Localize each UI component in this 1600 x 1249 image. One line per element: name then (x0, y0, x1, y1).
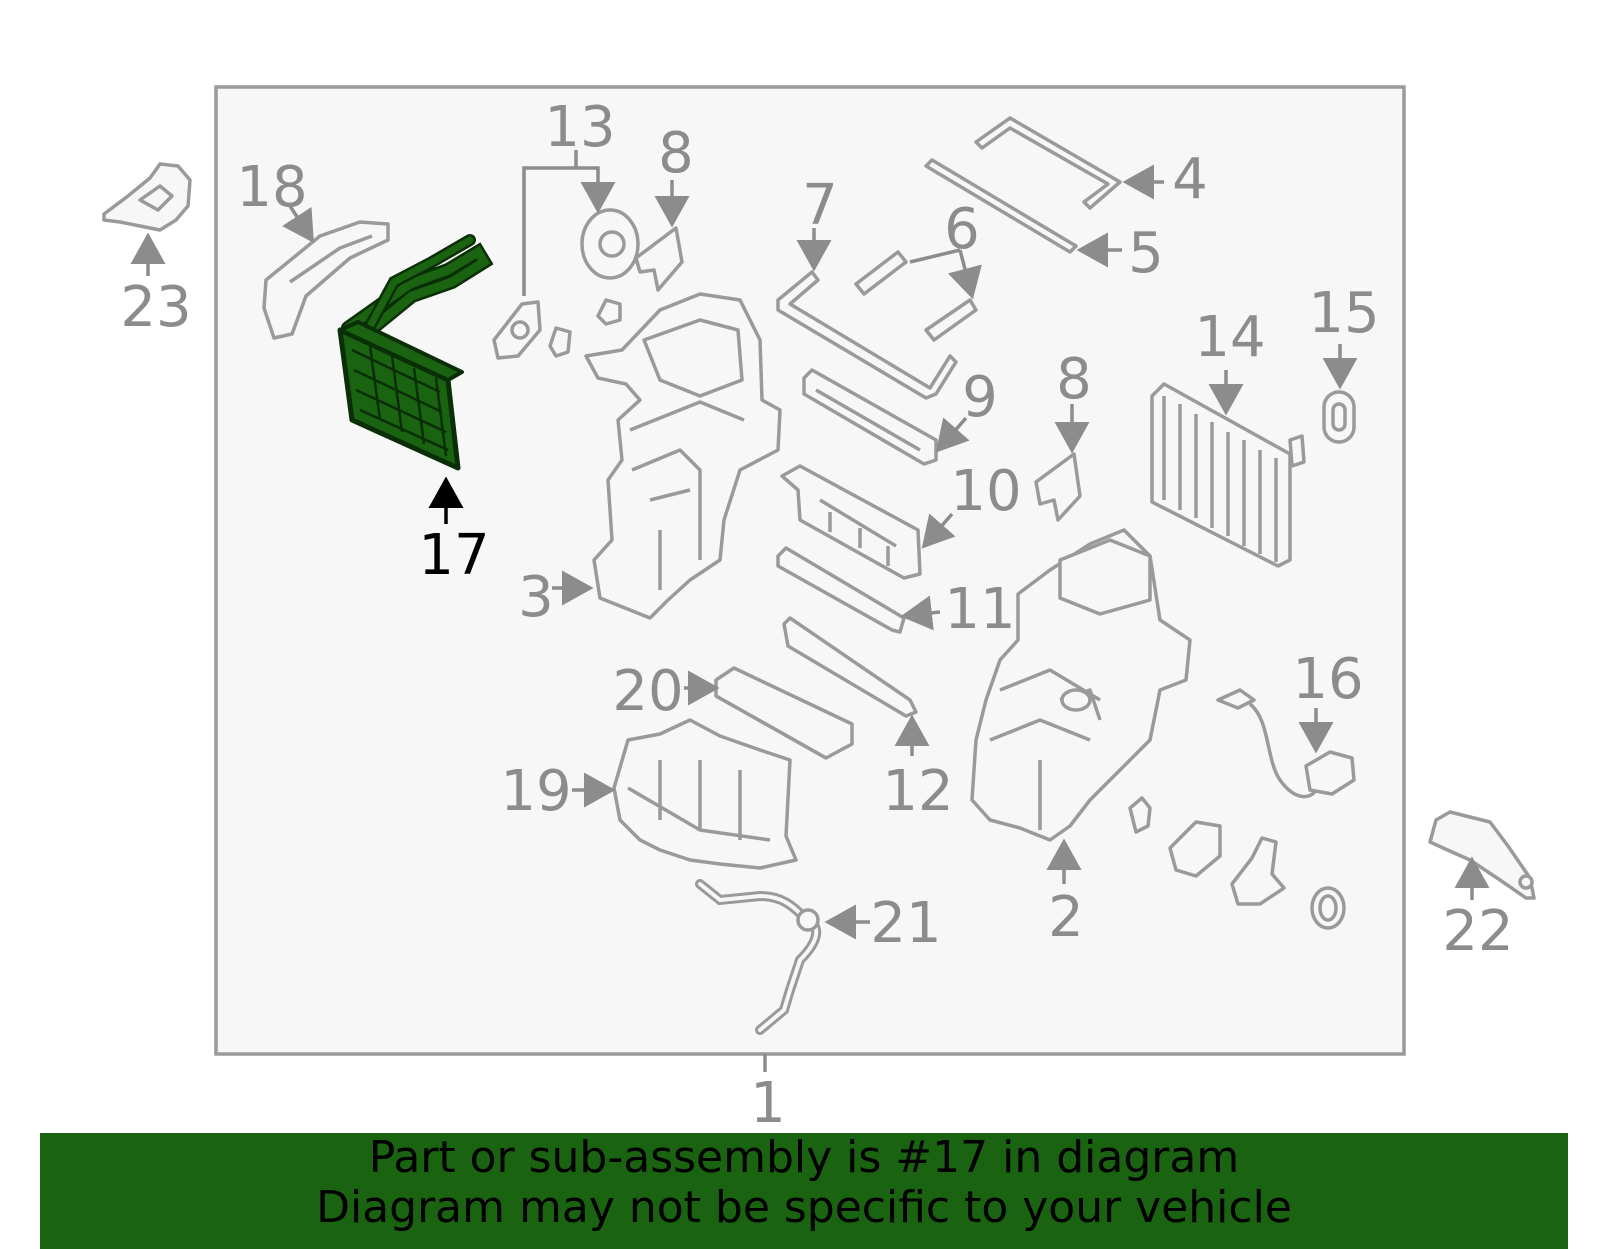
part-14-evaporator[interactable] (1150, 382, 1306, 568)
part-3-case-half[interactable] (584, 292, 782, 620)
leader-11 (900, 595, 941, 631)
callout-5: 5 (1128, 221, 1164, 286)
parts-diagram: 1 2 3 4 5 6 7 8 8 9 10 11 12 13 14 15 16… (102, 85, 1536, 1130)
info-banner: Part or sub-assembly is #17 in diagram D… (40, 1133, 1568, 1249)
leader-10 (921, 512, 956, 549)
callout-2: 2 (1048, 885, 1084, 950)
leader-9 (935, 416, 970, 453)
part-4-seal[interactable] (974, 116, 1122, 210)
part-19-lower-case[interactable] (612, 718, 798, 870)
part-23-bracket[interactable] (102, 162, 192, 232)
banner-line-2: Diagram may not be specific to your vehi… (316, 1182, 1292, 1233)
callout-4: 4 (1172, 147, 1208, 212)
part-5-seal[interactable] (924, 158, 1078, 254)
part-18-duct[interactable] (262, 220, 390, 340)
part-16-sensor[interactable] (1216, 688, 1356, 799)
callout-14: 14 (1194, 305, 1265, 370)
callout-3: 3 (518, 565, 554, 630)
callout-10: 10 (950, 459, 1021, 524)
leader-18 (282, 205, 314, 243)
callout-18: 18 (236, 155, 307, 220)
part-9-door[interactable] (802, 368, 938, 466)
part-22-bracket[interactable] (1428, 810, 1536, 900)
leader-13 (522, 166, 616, 296)
callout-22: 22 (1442, 899, 1513, 964)
part-2-case-half[interactable] (970, 528, 1192, 842)
part-12-door[interactable] (782, 616, 918, 718)
callout-16: 16 (1292, 647, 1363, 712)
callout-8-lower: 8 (1056, 347, 1092, 412)
callout-13: 13 (544, 95, 615, 160)
part-small-fittings[interactable] (1128, 796, 1346, 930)
part-15-grommet[interactable] (1322, 390, 1356, 444)
callout-9: 9 (962, 365, 998, 430)
callout-23: 23 (120, 275, 191, 340)
callout-21: 21 (870, 891, 941, 956)
callout-17: 17 (418, 523, 489, 588)
part-17-heater-core[interactable] (337, 234, 494, 471)
callout-15: 15 (1308, 281, 1379, 346)
part-21-drain-hose[interactable] (695, 879, 822, 1035)
callout-19: 19 (500, 759, 571, 824)
callout-1: 1 (750, 1071, 786, 1130)
part-8-upper-door[interactable] (634, 226, 684, 292)
part-8-lower-door[interactable] (1034, 452, 1082, 522)
callout-11: 11 (944, 577, 1015, 642)
part-11-door[interactable] (776, 546, 906, 634)
callout-8-upper: 8 (658, 121, 694, 186)
banner-line-1: Part or sub-assembly is #17 in diagram (368, 1132, 1240, 1183)
callout-7: 7 (802, 173, 838, 238)
callout-20: 20 (612, 659, 683, 724)
callout-12: 12 (882, 759, 953, 824)
callout-6: 6 (944, 197, 980, 262)
part-10-door[interactable] (780, 464, 922, 580)
part-13-actuator[interactable] (492, 208, 640, 360)
leader-6 (909, 248, 972, 296)
part-7-seal[interactable] (776, 270, 958, 400)
